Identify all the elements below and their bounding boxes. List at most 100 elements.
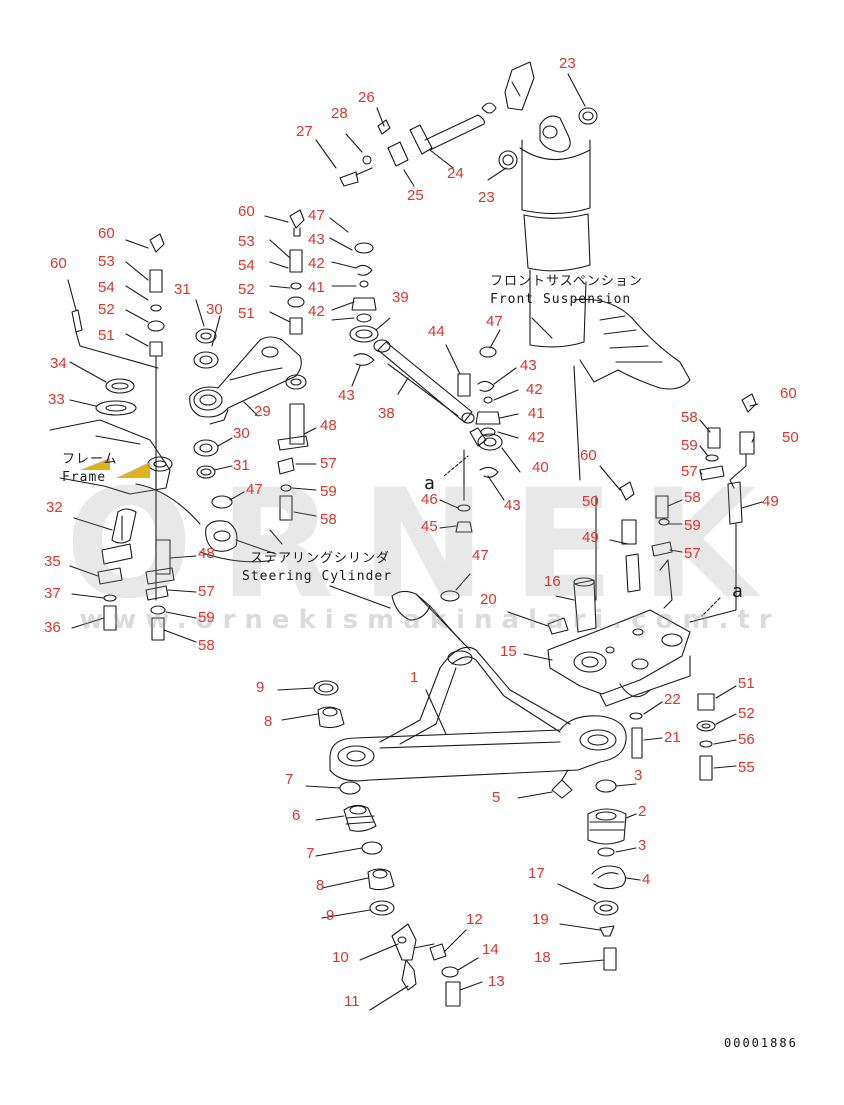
- part-label: 6: [292, 807, 301, 824]
- part-label: 25: [407, 187, 424, 204]
- part-label: 31: [174, 281, 191, 298]
- part-label: 55: [738, 759, 755, 776]
- front-suspension-strut: [481, 61, 691, 390]
- part-label: 43: [338, 387, 355, 404]
- part-label: 42: [528, 429, 545, 446]
- part-label: 54: [238, 257, 255, 274]
- part-label: 58: [198, 637, 215, 654]
- axle-beam-1: [329, 646, 627, 782]
- part-label: 53: [98, 253, 115, 270]
- reference-a-left: a: [424, 473, 436, 494]
- part-label-ref: a: [732, 584, 733, 599]
- knuckle-parts: [391, 923, 461, 1007]
- part-label: 47: [246, 481, 263, 498]
- part-label-ref: a: [424, 472, 425, 487]
- part-label: 48: [198, 545, 215, 562]
- part-label: 47: [472, 547, 489, 564]
- part-label: 43: [520, 357, 537, 374]
- right-lower-fittings: [629, 693, 716, 781]
- part-label: 41: [528, 405, 545, 422]
- part-label: 8: [316, 877, 325, 894]
- part-label: 51: [738, 675, 755, 692]
- part-label: 37: [44, 585, 61, 602]
- part-label: 47: [308, 207, 325, 224]
- part-label: 57: [684, 545, 701, 562]
- part-label: 19: [532, 911, 549, 928]
- part-label: 7: [306, 845, 315, 862]
- part-label: 29: [254, 403, 271, 420]
- part-label: 57: [198, 583, 215, 600]
- part-label: 7: [285, 771, 294, 788]
- reference-a-right: a: [732, 581, 744, 602]
- left-lower-fittings: [193, 403, 309, 521]
- part-label: 13: [488, 973, 505, 990]
- part-label: 35: [44, 553, 61, 570]
- part-label: 9: [256, 679, 265, 696]
- part-label: 31: [233, 457, 250, 474]
- part-label: 47: [486, 313, 503, 330]
- steering-cylinder-38: [373, 339, 503, 451]
- part-label: 58: [681, 409, 698, 426]
- part-label: 23: [478, 189, 495, 206]
- part-label: 16: [544, 573, 561, 590]
- caption-steering-cylinder-en: Steering Cylinder: [242, 569, 393, 584]
- part-label: 15: [500, 643, 517, 660]
- part-label: 18: [534, 949, 551, 966]
- part-label: 58: [320, 511, 337, 528]
- right-stack: [587, 779, 627, 971]
- part-label: 36: [44, 619, 61, 636]
- part-label: 34: [50, 355, 67, 372]
- left-stack: [313, 680, 395, 916]
- part-label: 10: [332, 949, 349, 966]
- part-label: 33: [48, 391, 65, 408]
- lower-left-pins: [97, 469, 175, 641]
- part-label: 30: [233, 425, 250, 442]
- part-label: 8: [264, 713, 273, 730]
- part-label: 52: [238, 281, 255, 298]
- part-label: 60: [780, 385, 797, 402]
- part-label: 41: [308, 279, 325, 296]
- center-right-fittings: [455, 346, 501, 533]
- caption-steering-cylinder-jp: ステアリングシリンダ: [250, 551, 391, 566]
- part-label: 24: [447, 165, 464, 182]
- bellcrank-29: [189, 336, 307, 425]
- part-label: 42: [308, 255, 325, 272]
- pin-assembly-24-28: [339, 114, 485, 187]
- part-label: 52: [98, 301, 115, 318]
- part-label: 26: [358, 89, 375, 106]
- part-label: 3: [638, 837, 647, 854]
- part-label: 49: [762, 493, 779, 510]
- part-label: 28: [331, 105, 348, 122]
- cylinder-end: [135, 483, 471, 651]
- part-label: 17: [528, 865, 545, 882]
- part-label: 2: [638, 803, 647, 820]
- part-label: 42: [308, 303, 325, 320]
- part-label: 59: [198, 609, 215, 626]
- part-label: 23: [559, 55, 576, 72]
- part-label: 50: [582, 493, 599, 510]
- watermark-url: www.ornekismakinalari.com.tr: [79, 605, 781, 635]
- part-label: 42: [526, 381, 543, 398]
- part-label: 32: [46, 499, 63, 516]
- right-fittings: [619, 393, 757, 623]
- part-label: 22: [664, 691, 681, 708]
- part-label: 57: [681, 463, 698, 480]
- part-label: 5: [492, 789, 501, 806]
- part-label: 38: [378, 405, 395, 422]
- part-label: 56: [738, 731, 755, 748]
- part-label: 54: [98, 279, 115, 296]
- part-label: 4: [642, 871, 651, 888]
- caption-frame-jp: フレーム: [62, 452, 118, 467]
- part-label: 57: [320, 455, 337, 472]
- caption-front-suspension-en: Front Suspension: [490, 292, 632, 307]
- part-label: 60: [50, 255, 67, 272]
- part-label: 59: [681, 437, 698, 454]
- part-label: 9: [326, 907, 335, 924]
- part-label: 44: [428, 323, 445, 340]
- part-label: 48: [320, 417, 337, 434]
- part-label: 60: [580, 447, 597, 464]
- part-label: 53: [238, 233, 255, 250]
- part-label: 39: [392, 289, 409, 306]
- part-label: 58: [684, 489, 701, 506]
